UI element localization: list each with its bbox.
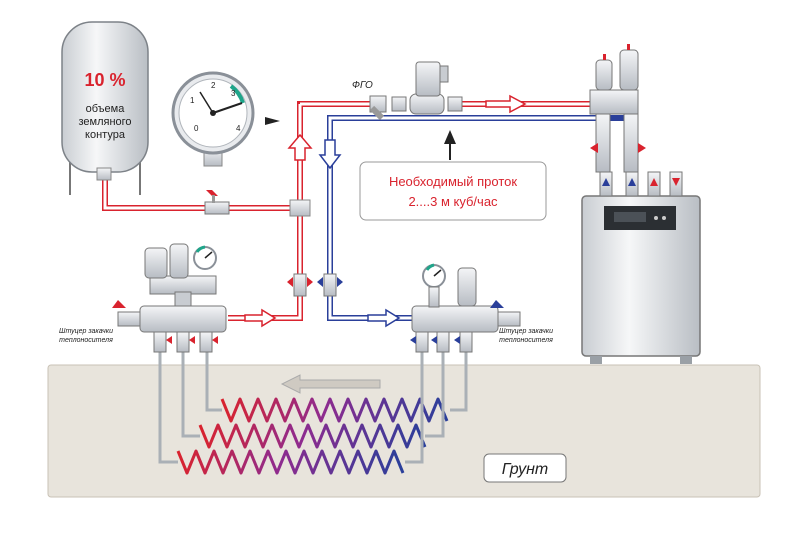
ground-label: Грунт <box>502 461 549 478</box>
flow-note-box <box>359 161 547 221</box>
left-manifold-risers <box>158 350 222 464</box>
right-manifold-risers <box>405 350 468 464</box>
gauge-tick-0: 0 <box>194 124 199 133</box>
ground-area <box>47 364 761 498</box>
expansion-tank <box>61 21 149 195</box>
flow-note-line2: 2....3 м куб/час <box>408 194 498 209</box>
ground-coils <box>176 397 449 475</box>
flow-meter <box>391 61 463 115</box>
tank-percent: 10 % <box>84 70 125 90</box>
heat-pump-unit <box>581 195 701 364</box>
fgo-label: ФГО <box>352 80 373 91</box>
right-fitting-label-line1: Штуцер закачки <box>499 328 553 335</box>
right-fitting-label-line2: теплоносителя <box>499 337 553 344</box>
flow-note-line1: Необходимый проток <box>389 174 517 189</box>
coil-top <box>220 397 449 423</box>
flow-arrows <box>244 94 527 328</box>
fgo-filter <box>369 95 387 121</box>
ground-label-box <box>483 453 567 483</box>
coil-bottom <box>176 449 405 475</box>
tee-fitting <box>289 199 311 217</box>
coil-middle <box>198 423 427 449</box>
gauge-tick-3: 3 <box>231 89 236 98</box>
tank-label-line3: контура <box>85 129 126 141</box>
left-fitting-label-line2: теплоносителя <box>59 337 113 344</box>
gauge-tick-2: 2 <box>211 81 216 90</box>
right-manifold <box>410 263 521 353</box>
tank-line-valve <box>204 190 230 215</box>
heat-pump-connections <box>589 44 683 197</box>
main-pressure-gauge <box>171 71 255 167</box>
tank-label-line2: земляного <box>78 116 131 128</box>
left-manifold <box>112 243 227 353</box>
gauge-tick-4: 4 <box>236 124 241 133</box>
gauge-tick-1: 1 <box>190 96 195 105</box>
red-riser-valve <box>287 273 313 297</box>
ground-flow-arrow <box>280 374 381 394</box>
flow-note-pointer <box>444 130 456 144</box>
tank-label-line1: объема <box>86 103 126 115</box>
left-fitting-label-line1: Штуцер закачки <box>59 328 113 335</box>
blue-riser-valve <box>317 273 343 297</box>
